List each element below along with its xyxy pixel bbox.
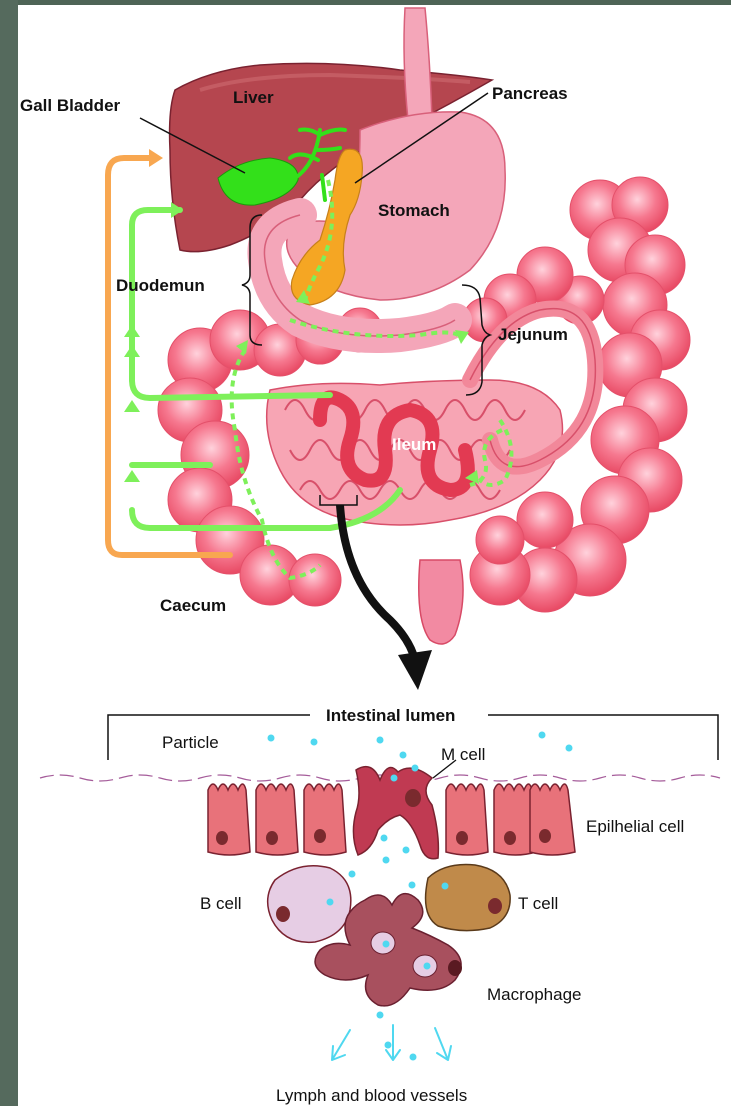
label-m-cell: M cell — [441, 745, 485, 765]
b-cell-shape — [268, 866, 351, 943]
label-macrophage: Macrophage — [487, 985, 582, 1005]
label-particle: Particle — [162, 733, 219, 753]
label-jejunum: Jejunum — [498, 325, 568, 345]
macrophage-nucleus — [448, 960, 462, 976]
label-stomach: Stomach — [378, 201, 450, 221]
label-intestinal-lumen: Intestinal lumen — [326, 706, 455, 726]
label-pancreas: Pancreas — [492, 84, 568, 104]
vessel-arrows — [332, 1025, 451, 1060]
label-t-cell: T cell — [518, 894, 558, 914]
label-caecum: Caecum — [160, 596, 226, 616]
label-vessels: Lymph and blood vessels — [276, 1086, 467, 1106]
label-ileum: Ileum — [392, 435, 436, 455]
label-epithelial-cell: Epilhelial cell — [586, 817, 684, 837]
m-cell-nucleus — [405, 789, 421, 807]
top-frame — [18, 0, 731, 5]
left-frame — [0, 0, 18, 1106]
zoom-arrow — [340, 505, 415, 660]
label-b-cell: B cell — [200, 894, 242, 914]
t-cell-nucleus — [488, 898, 502, 914]
zoom-arrowhead — [398, 650, 432, 690]
label-liver: Liver — [233, 88, 274, 108]
b-cell-nucleus — [276, 906, 290, 922]
t-cell-shape — [426, 865, 511, 931]
label-gall-bladder: Gall Bladder — [20, 96, 120, 116]
label-duodenum: Duodemun — [116, 276, 205, 296]
